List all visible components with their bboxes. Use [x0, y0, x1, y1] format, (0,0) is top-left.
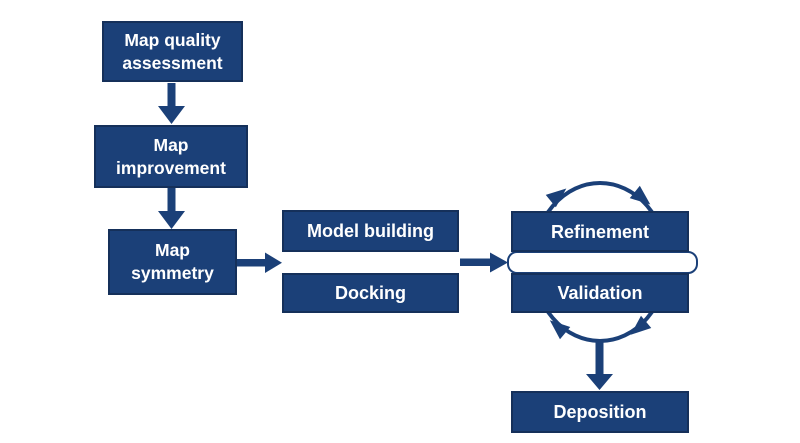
node-refinement: Refinement	[511, 211, 689, 252]
node-deposition: Deposition	[511, 391, 689, 433]
cycle-arrowhead-bottom-left-icon	[549, 320, 571, 340]
cycle-arrowhead-top-left-icon	[545, 188, 567, 208]
node-label: Map quality assessment	[122, 29, 223, 73]
node-label: Model building	[307, 221, 434, 241]
node-map-quality-assessment: Map quality assessment	[102, 21, 243, 82]
node-label: Deposition	[553, 402, 647, 422]
arrow-symmetry-to-modelbuilding	[237, 252, 282, 273]
node-model-building: Model building	[282, 210, 459, 252]
node-map-improvement: Map improvement	[94, 125, 248, 188]
node-label: Refinement	[550, 221, 649, 242]
node-label: Map symmetry	[131, 240, 214, 283]
node-label: Validation	[557, 283, 643, 303]
cycle-arrowhead-top-right-icon	[629, 185, 651, 205]
arrow-improvement-to-symmetry	[158, 188, 185, 229]
node-map-symmetry: Map symmetry	[108, 229, 237, 295]
arrow-cycle-to-deposition	[586, 339, 613, 390]
cycle-arrowhead-bottom-right-icon	[630, 315, 652, 335]
cycle-gap-capsule	[507, 251, 698, 274]
node-validation: Validation	[511, 273, 689, 313]
arrow-modelbuilding-to-refinement	[460, 252, 508, 273]
node-label: Docking	[334, 283, 406, 303]
arrow-quality-to-improvement	[158, 83, 185, 124]
node-label: Map improvement	[116, 134, 226, 178]
node-docking: Docking	[282, 273, 459, 313]
